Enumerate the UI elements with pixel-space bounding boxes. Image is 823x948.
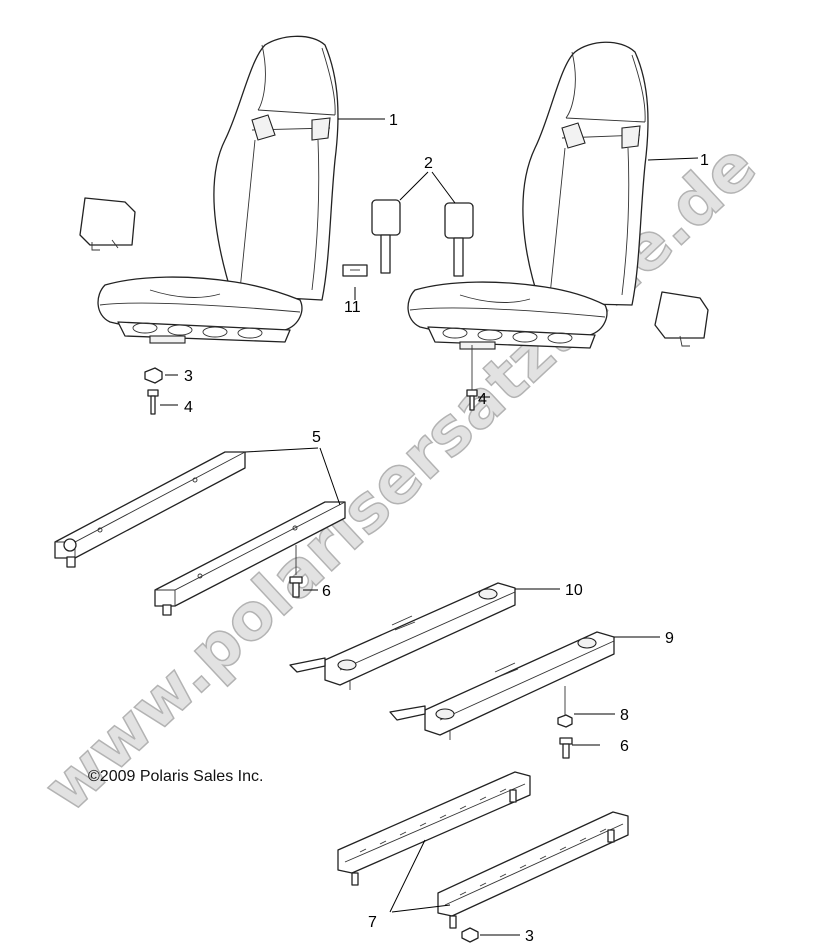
callout-3-bottom: 3 xyxy=(525,928,534,945)
callout-9: 9 xyxy=(665,630,674,647)
callout-10: 10 xyxy=(565,582,583,599)
callout-2: 2 xyxy=(424,155,433,172)
seat-adjusters xyxy=(289,582,615,740)
callouts: 1 1 2 11 3 4 4 5 6 10 9 8 6 7 3 xyxy=(184,112,709,945)
seat-rails xyxy=(54,451,346,616)
copyright-notice: ©2009 Polaris Sales Inc. xyxy=(88,768,263,785)
callout-4-right: 4 xyxy=(478,391,487,408)
callout-11: 11 xyxy=(344,299,361,316)
seat-fasteners xyxy=(144,345,478,415)
watermark-text: www.polarisersatzteile.de xyxy=(30,129,770,826)
callout-1-left: 1 xyxy=(389,112,398,129)
callout-4-left: 4 xyxy=(184,399,193,416)
callout-6-bottom: 6 xyxy=(620,738,629,755)
callout-1-right: 1 xyxy=(700,152,709,169)
nut-3-bottom xyxy=(461,927,479,943)
bolt-6-top xyxy=(289,545,303,598)
callout-7: 7 xyxy=(368,914,377,931)
seat-left xyxy=(79,35,339,344)
callout-5: 5 xyxy=(312,429,321,446)
seat-belt-buckles xyxy=(342,199,474,277)
seat-right xyxy=(407,41,709,350)
callout-8: 8 xyxy=(620,707,629,724)
leader-lines xyxy=(160,118,699,936)
fasteners-8-6 xyxy=(557,686,573,759)
floor-rails xyxy=(337,771,629,929)
watermark: www.polarisersatzteile.de xyxy=(30,129,772,828)
callout-3-top: 3 xyxy=(184,368,193,385)
callout-6-top: 6 xyxy=(322,583,331,600)
